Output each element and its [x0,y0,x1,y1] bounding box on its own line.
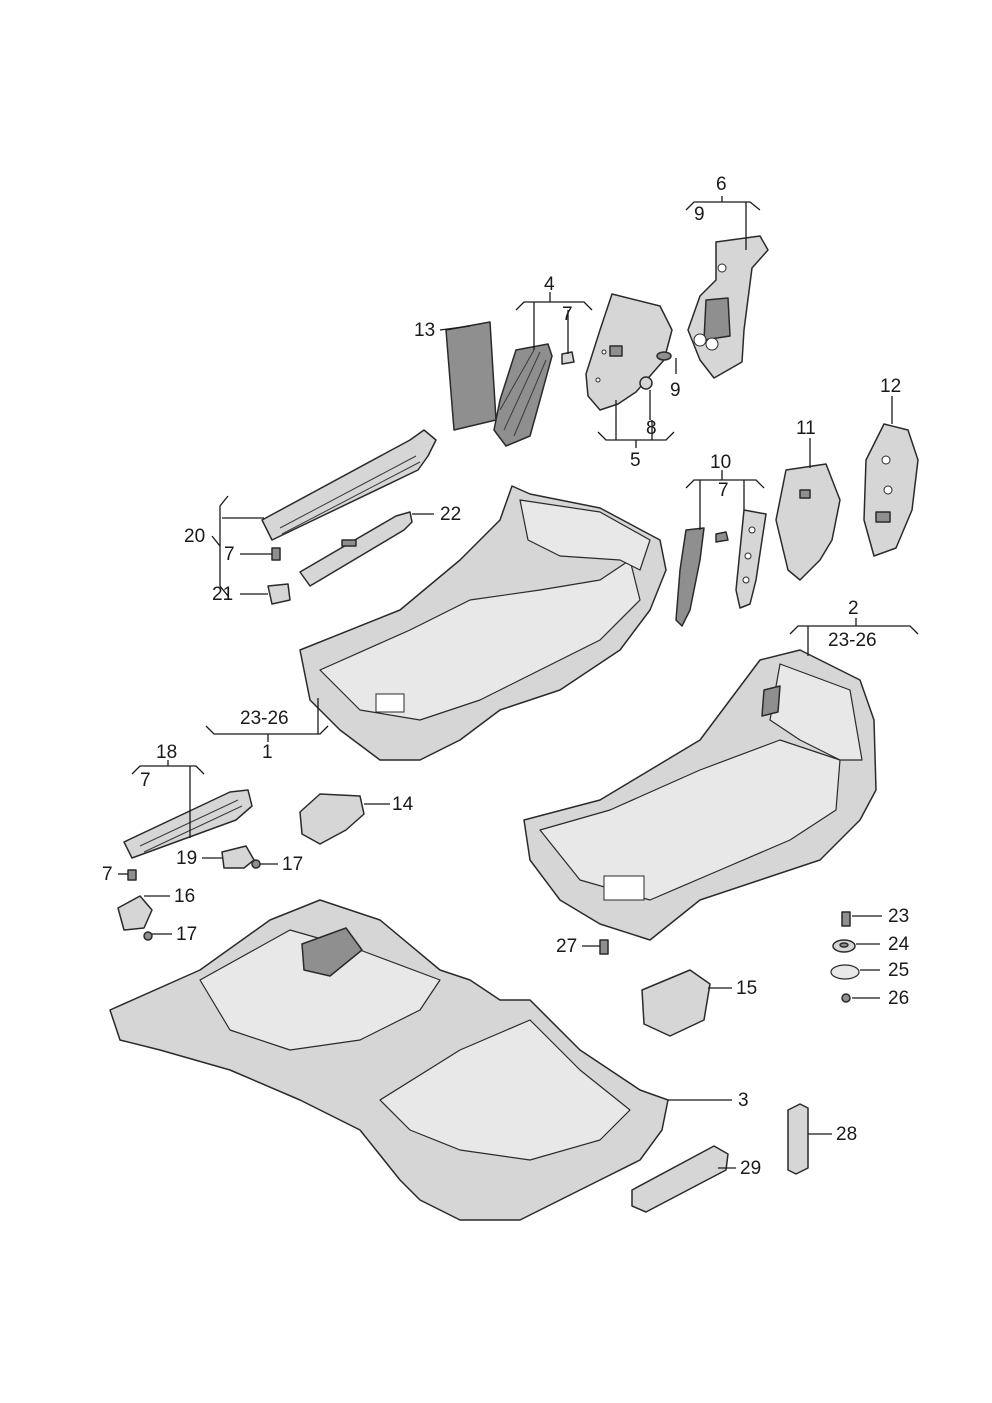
label-4: 4 [544,274,555,295]
label-7-top: 7 [562,304,573,325]
label-10: 10 [710,452,731,473]
part-13-pad[interactable] [445,321,497,431]
label-15: 15 [736,978,757,999]
label-9-top: 9 [694,204,705,225]
part-16-bracket[interactable] [117,895,153,931]
part-10-pad[interactable] [675,509,767,627]
label-17-b: 17 [176,924,197,945]
label-28: 28 [836,1124,857,1145]
part-8-nut[interactable] [639,376,653,390]
label-7-left: 7 [224,544,235,565]
label-21: 21 [212,584,233,605]
label-11: 11 [796,418,816,439]
label-17-a: 17 [282,854,303,875]
label-5: 5 [630,450,641,471]
part-4-mesh-pad[interactable] [493,343,553,447]
part-22-bracket[interactable] [299,511,413,587]
part-7-screw-d[interactable] [127,869,137,881]
label-range-2: 23-26 [828,630,877,651]
part-15-block[interactable] [641,969,711,1037]
part-21-bracket[interactable] [267,583,291,605]
label-23: 23 [888,906,909,927]
part-12-panel[interactable] [863,423,919,557]
part-17-nut-a[interactable] [251,859,261,869]
label-14: 14 [392,794,414,815]
part-20-sill-trim[interactable] [261,429,437,541]
label-range-1: 23-26 [240,708,289,729]
part-7-clip-a[interactable] [561,351,575,365]
part-28-foam-strip[interactable] [787,1103,809,1175]
label-7-mid: 7 [718,480,729,501]
label-25: 25 [888,960,909,981]
label-2: 2 [848,598,859,619]
part-9-clip[interactable] [656,351,672,361]
part-7-clip-c[interactable] [715,531,729,543]
label-13: 13 [414,320,435,341]
part-23-screw[interactable] [841,911,851,927]
part-18-sill-trim[interactable] [123,789,253,859]
part-25-disc[interactable] [830,964,860,980]
label-27: 27 [556,936,577,957]
label-20: 20 [184,526,205,547]
label-7-low: 7 [102,864,113,885]
part-17-nut-b[interactable] [143,931,153,941]
part-11-bracket[interactable] [775,463,841,581]
part-2-carpet-right[interactable] [523,649,877,941]
part-7-screw-b[interactable] [271,547,281,561]
label-1: 1 [262,742,273,763]
part-5-bracket[interactable] [585,293,673,411]
part-27-screw[interactable] [599,939,609,955]
part-26-nut[interactable] [841,993,851,1003]
label-9-right: 9 [670,380,681,401]
label-7-18: 7 [140,770,151,791]
label-16: 16 [174,886,195,907]
callout-labels: 6 9 4 7 13 9 8 5 12 11 10 7 22 20 7 21 2… [102,174,910,1179]
part-19-bracket[interactable] [221,845,255,869]
label-29: 29 [740,1158,761,1179]
part-24-washer[interactable] [832,939,856,953]
label-22: 22 [440,504,461,525]
label-6: 6 [716,174,727,195]
label-3: 3 [738,1090,749,1111]
label-26: 26 [888,988,909,1009]
part-29-foam-block[interactable] [631,1145,729,1213]
label-8: 8 [646,418,657,439]
part-6-tunnel-trim[interactable] [687,235,769,379]
label-24: 24 [888,934,910,955]
leader-lines [118,196,919,1169]
label-12: 12 [880,376,901,397]
label-19: 19 [176,848,197,869]
part-3-floor-carpet[interactable] [109,899,669,1221]
label-18: 18 [156,742,177,763]
part-14-block[interactable] [299,793,365,845]
part-1-carpet-left[interactable] [299,485,667,761]
